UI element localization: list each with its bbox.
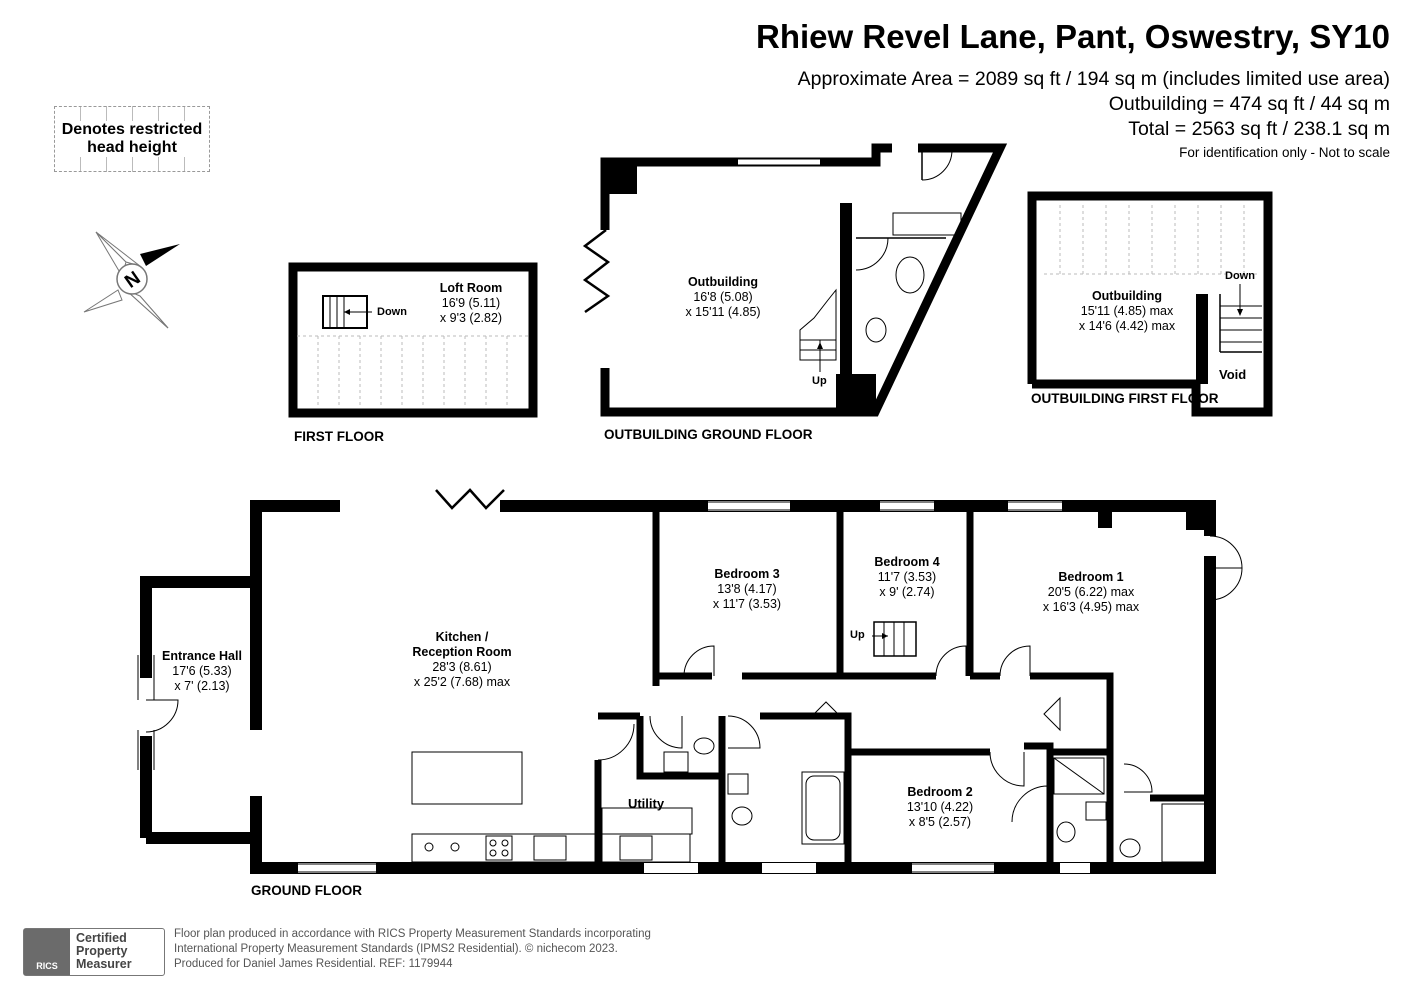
legend-text: Denotes restricted head height (55, 121, 209, 157)
compass-icon (83, 231, 180, 329)
loft-room-plan (288, 262, 538, 418)
room-name: Utility (627, 796, 665, 811)
room-name: Bedroom 2 (907, 785, 973, 799)
utility-label: Utility (628, 796, 664, 811)
rics-logo: RICS (24, 929, 70, 975)
footer-line: Produced for Daniel James Residential. R… (174, 958, 453, 970)
footer-line: International Property Measurement Stand… (174, 943, 618, 955)
approximate-area: Approximate Area = 2089 sq ft / 194 sq m… (797, 68, 1390, 90)
room-name: Bedroom 4 (874, 555, 940, 569)
void-label: Void (1219, 367, 1247, 382)
room-dimension: x 9' (2.74) (879, 585, 935, 599)
loft-room-label: Loft Room 16'9 (5.11) x 9'3 (2.82) (440, 281, 502, 326)
room-dimension: x 7' (2.13) (174, 679, 230, 693)
stair-up-label: Up (850, 629, 865, 641)
bedroom-4-label: Bedroom 4 11'7 (3.53) x 9' (2.74) (874, 555, 939, 600)
room-name: Entrance Hall (162, 649, 242, 663)
badge-line: Certified (76, 931, 127, 945)
room-name: Loft Room (439, 281, 503, 295)
room-name: Bedroom 3 (714, 567, 780, 581)
room-dimension: 13'10 (4.22) (906, 800, 974, 814)
bedroom-2-label: Bedroom 2 13'10 (4.22) x 8'5 (2.57) (907, 785, 973, 830)
property-title: Rhiew Revel Lane, Pant, Oswestry, SY10 (756, 18, 1390, 55)
kitchen-reception-label: Kitchen / Reception Room 28'3 (8.61) x 2… (412, 630, 511, 690)
room-name: Outbuilding (687, 275, 759, 289)
room-dimension: x 16'3 (4.95) max (1042, 600, 1140, 614)
room-name: Kitchen / (435, 630, 489, 644)
room-name: Bedroom 1 (1058, 570, 1124, 584)
outbuilding-first-floor-label: OUTBUILDING FIRST FLOOR (1031, 391, 1219, 406)
room-dimension: x 14'6 (4.42) max (1078, 319, 1176, 333)
footer-line: Floor plan produced in accordance with R… (174, 928, 651, 940)
room-dimension: 16'8 (5.08) (693, 290, 753, 304)
ground-floor-label: GROUND FLOOR (251, 883, 362, 898)
room-dimension: x 15'11 (4.85) (685, 305, 761, 319)
disclaimer-note: For identification only - Not to scale (1179, 145, 1390, 160)
outbuilding-area: Outbuilding = 474 sq ft / 44 sq m (1108, 93, 1390, 115)
room-dimension: 15'11 (4.85) max (1080, 304, 1174, 318)
bedroom-1-label: Bedroom 1 20'5 (6.22) max x 16'3 (4.95) … (1043, 570, 1139, 615)
room-dimension: x 8'5 (2.57) (908, 815, 972, 829)
outbuilding-ground-plan (582, 143, 1008, 417)
room-name: Reception Room (412, 645, 512, 659)
room-dimension: 28'3 (8.61) (432, 660, 492, 674)
room-name: Outbuilding (1091, 289, 1163, 303)
room-dimension: 13'8 (4.17) (717, 582, 777, 596)
bedroom-3-label: Bedroom 3 13'8 (4.17) x 11'7 (3.53) (713, 567, 781, 612)
outbuilding-ground-floor-label: OUTBUILDING GROUND FLOOR (604, 427, 813, 442)
outbuilding-first-room-label: Outbuilding 15'11 (4.85) max x 14'6 (4.4… (1079, 289, 1175, 334)
room-dimension: x 9'3 (2.82) (439, 311, 503, 325)
room-dimension: x 11'7 (3.53) (712, 597, 782, 611)
room-dimension: 17'6 (5.33) (172, 664, 232, 678)
rics-badge-text: Certified Property Measurer (70, 929, 132, 975)
outbuilding-ground-room-label: Outbuilding 16'8 (5.08) x 15'11 (4.85) (685, 275, 760, 320)
room-dimension: 16'9 (5.11) (441, 296, 501, 310)
ground-floor-plan (137, 488, 1243, 874)
badge-line: Property (76, 944, 128, 958)
stair-down-label: Down (377, 306, 407, 318)
footer-text: Floor plan produced in accordance with R… (174, 927, 651, 972)
stair-down-label: Down (1225, 270, 1255, 282)
badge-line: Measurer (76, 957, 132, 971)
total-area: Total = 2563 sq ft / 238.1 sq m (1128, 118, 1390, 140)
room-dimension: x 25'2 (7.68) max (413, 675, 511, 689)
restricted-height-legend: Denotes restricted head height (54, 106, 210, 172)
entrance-hall-label: Entrance Hall 17'6 (5.33) x 7' (2.13) (162, 649, 242, 694)
room-dimension: 20'5 (6.22) max (1047, 585, 1135, 599)
outbuilding-first-plan (1027, 191, 1273, 417)
rics-badge: RICS Certified Property Measurer (23, 928, 165, 976)
first-floor-label: FIRST FLOOR (294, 429, 384, 444)
stair-up-label: Up (812, 375, 827, 387)
room-dimension: 11'7 (3.53) (877, 570, 937, 584)
